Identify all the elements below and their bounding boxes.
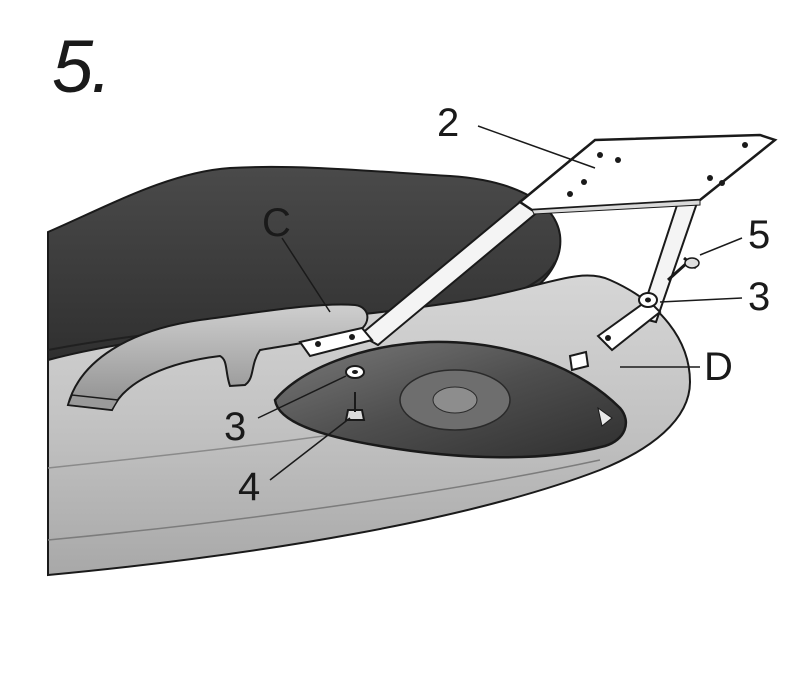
step-number: 5. <box>52 25 112 108</box>
rack-plate-rim <box>531 199 701 215</box>
plate-hole-2 <box>615 157 621 163</box>
leader-grab-handle <box>281 237 331 313</box>
right-bracket <box>596 298 662 352</box>
plate-hole-6 <box>707 175 713 181</box>
callout-bolt-left: 4 <box>238 465 260 509</box>
callout-tail-cover: D <box>704 345 733 389</box>
leader-screw-right <box>699 237 743 256</box>
rack-plate <box>517 133 778 212</box>
plate-hole-4 <box>567 191 573 197</box>
callout-rack: 2 <box>437 101 459 145</box>
nut-insert <box>568 350 590 372</box>
lamp-bulb <box>432 386 478 414</box>
body-lower-edge <box>47 459 601 541</box>
left-bracket-hole-2 <box>349 334 355 340</box>
handle-foot <box>66 394 120 411</box>
plate-hole-7 <box>719 180 725 186</box>
right-bracket-hole <box>605 335 611 341</box>
callout-washer-right: 3 <box>748 275 770 319</box>
washer-right-hole <box>645 297 651 303</box>
washer-left-hole <box>352 370 358 374</box>
plate-hole-3 <box>581 179 587 185</box>
callout-washer-left: 3 <box>224 405 246 449</box>
leader-washer-right <box>659 297 743 303</box>
plate-hole-1 <box>597 152 603 158</box>
bolt-left <box>344 392 366 421</box>
screw-right-head <box>684 257 700 269</box>
lamp-highlight <box>597 406 613 427</box>
callout-screw-right: 5 <box>748 213 770 257</box>
left-bracket-hole <box>315 341 321 347</box>
leader-washer-left <box>257 375 347 419</box>
callout-grab-handle: C <box>262 201 291 245</box>
leader-rack <box>477 125 596 169</box>
plate-hole-5 <box>742 142 748 148</box>
leader-bolt-left <box>269 417 351 481</box>
